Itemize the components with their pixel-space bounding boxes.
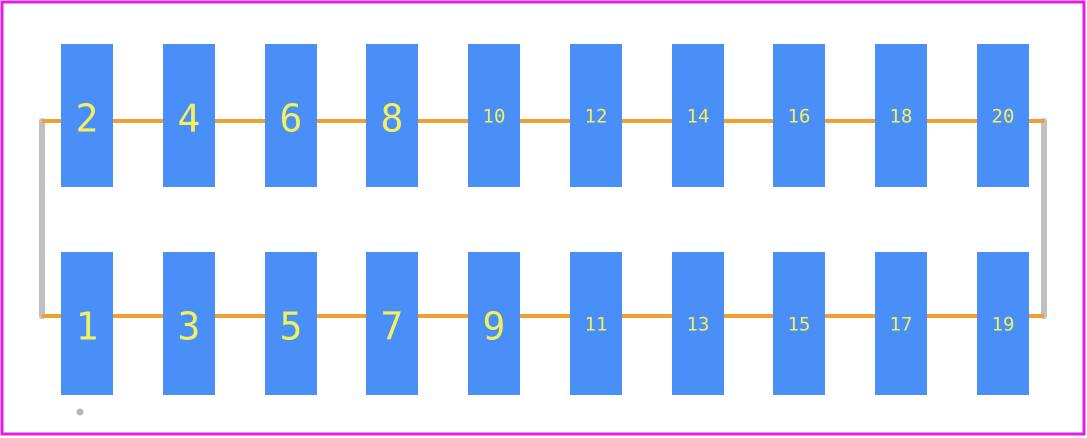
pad-rect xyxy=(366,44,418,187)
pad-rect xyxy=(570,252,622,395)
pad-rect xyxy=(61,44,113,187)
pad-rect xyxy=(672,44,724,187)
pad-label: 1 xyxy=(76,305,99,349)
pad-rect xyxy=(977,44,1029,187)
pad-7: 7 xyxy=(366,252,418,395)
pad-label: 12 xyxy=(585,106,608,128)
pad-20: 20 xyxy=(977,44,1029,187)
pad-rect xyxy=(468,252,520,395)
pad-row-top: 2 4 6 8 10 12 14 16 18 20 xyxy=(61,44,1029,187)
pad-2: 2 xyxy=(61,44,113,187)
pad-rect xyxy=(163,44,215,187)
pad-16: 16 xyxy=(773,44,825,187)
pad-label: 18 xyxy=(890,106,913,128)
pad-label: 14 xyxy=(687,106,710,128)
pad-19: 19 xyxy=(977,252,1029,395)
pad-label: 3 xyxy=(178,305,201,349)
pad-label: 19 xyxy=(992,314,1015,336)
pad-rect xyxy=(163,252,215,395)
silkscreen-layer xyxy=(39,118,1047,319)
pad-15: 15 xyxy=(773,252,825,395)
pin1-marker-dot xyxy=(76,408,84,416)
pad-rect xyxy=(468,44,520,187)
pad-11: 11 xyxy=(570,252,622,395)
pad-13: 13 xyxy=(672,252,724,395)
pad-4: 4 xyxy=(163,44,215,187)
pad-rect xyxy=(875,252,927,395)
pad-label: 7 xyxy=(381,305,404,349)
pad-label: 8 xyxy=(381,97,404,141)
pad-8: 8 xyxy=(366,44,418,187)
pad-12: 12 xyxy=(570,44,622,187)
pad-6: 6 xyxy=(265,44,317,187)
pad-label: 10 xyxy=(483,106,506,128)
pad-18: 18 xyxy=(875,44,927,187)
pad-rect xyxy=(977,252,1029,395)
pad-14: 14 xyxy=(672,44,724,187)
pad-rect xyxy=(570,44,622,187)
pad-9: 9 xyxy=(468,252,520,395)
pad-label: 4 xyxy=(178,97,201,141)
pad-rect xyxy=(672,252,724,395)
pad-rect xyxy=(366,252,418,395)
pad-label: 17 xyxy=(890,314,913,336)
pad-10: 10 xyxy=(468,44,520,187)
pad-3: 3 xyxy=(163,252,215,395)
pad-1: 1 xyxy=(61,252,113,395)
pad-rect xyxy=(61,252,113,395)
pad-rect xyxy=(265,44,317,187)
pad-label: 15 xyxy=(788,314,811,336)
pad-label: 5 xyxy=(280,305,303,349)
pad-rect xyxy=(773,44,825,187)
pad-label: 11 xyxy=(585,314,608,336)
pad-label: 2 xyxy=(76,97,99,141)
pad-5: 5 xyxy=(265,252,317,395)
pad-label: 9 xyxy=(483,305,506,349)
pad-17: 17 xyxy=(875,252,927,395)
pad-rect xyxy=(773,252,825,395)
pad-label: 6 xyxy=(280,97,303,141)
pad-rect xyxy=(265,252,317,395)
pad-label: 20 xyxy=(992,106,1015,128)
pad-rect xyxy=(875,44,927,187)
pad-label: 13 xyxy=(687,314,710,336)
pad-label: 16 xyxy=(788,106,811,128)
